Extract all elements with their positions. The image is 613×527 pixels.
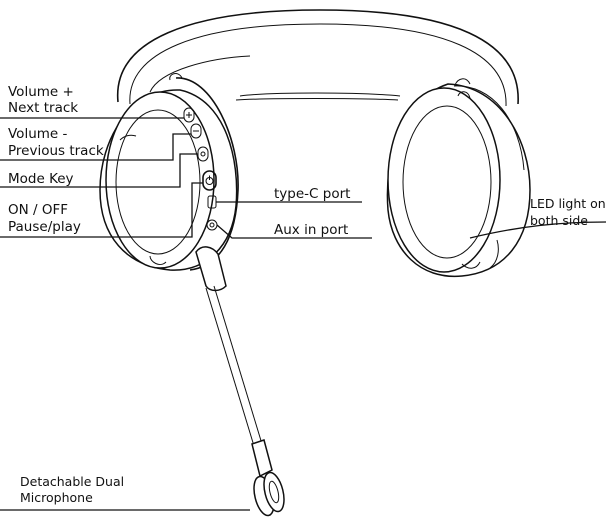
microphone-label-line2: Microphone: [20, 490, 93, 505]
volume-minus-button: [190, 123, 202, 139]
right-earcup: [386, 78, 531, 278]
volume-plus-label: Volume +: [8, 84, 74, 100]
left-earcup: [99, 73, 239, 271]
type-c-port-label: type-C port: [274, 186, 350, 202]
previous-track-label: Previous track: [8, 143, 104, 159]
next-track-label: Next track: [8, 100, 78, 116]
pause-play-label: Pause/play: [8, 219, 81, 235]
aux-in-leader: [216, 224, 372, 239]
on-off-leader: [0, 182, 203, 238]
led-light-label: LED light on: [530, 196, 606, 211]
headband: [117, 9, 519, 107]
power-button: [202, 170, 217, 191]
volume-minus-leader: [0, 133, 191, 161]
microphone-label: Detachable Dual: [20, 474, 124, 489]
aux-in-port-label: Aux in port: [274, 222, 348, 238]
on-off-label: ON / OFF: [8, 202, 68, 218]
callout-labels: Volume + Next track Volume - Previous tr…: [8, 84, 606, 505]
led-light-leader: [469, 221, 607, 239]
volume-minus-label: Volume -: [8, 126, 68, 142]
mode-key-label: Mode Key: [8, 171, 74, 187]
led-both-side-label: both side: [530, 213, 588, 228]
mode-key-leader: [0, 153, 198, 188]
volume-plus-button: [183, 107, 195, 123]
microphone-boom: [195, 246, 285, 517]
leader-lines: [0, 117, 607, 511]
